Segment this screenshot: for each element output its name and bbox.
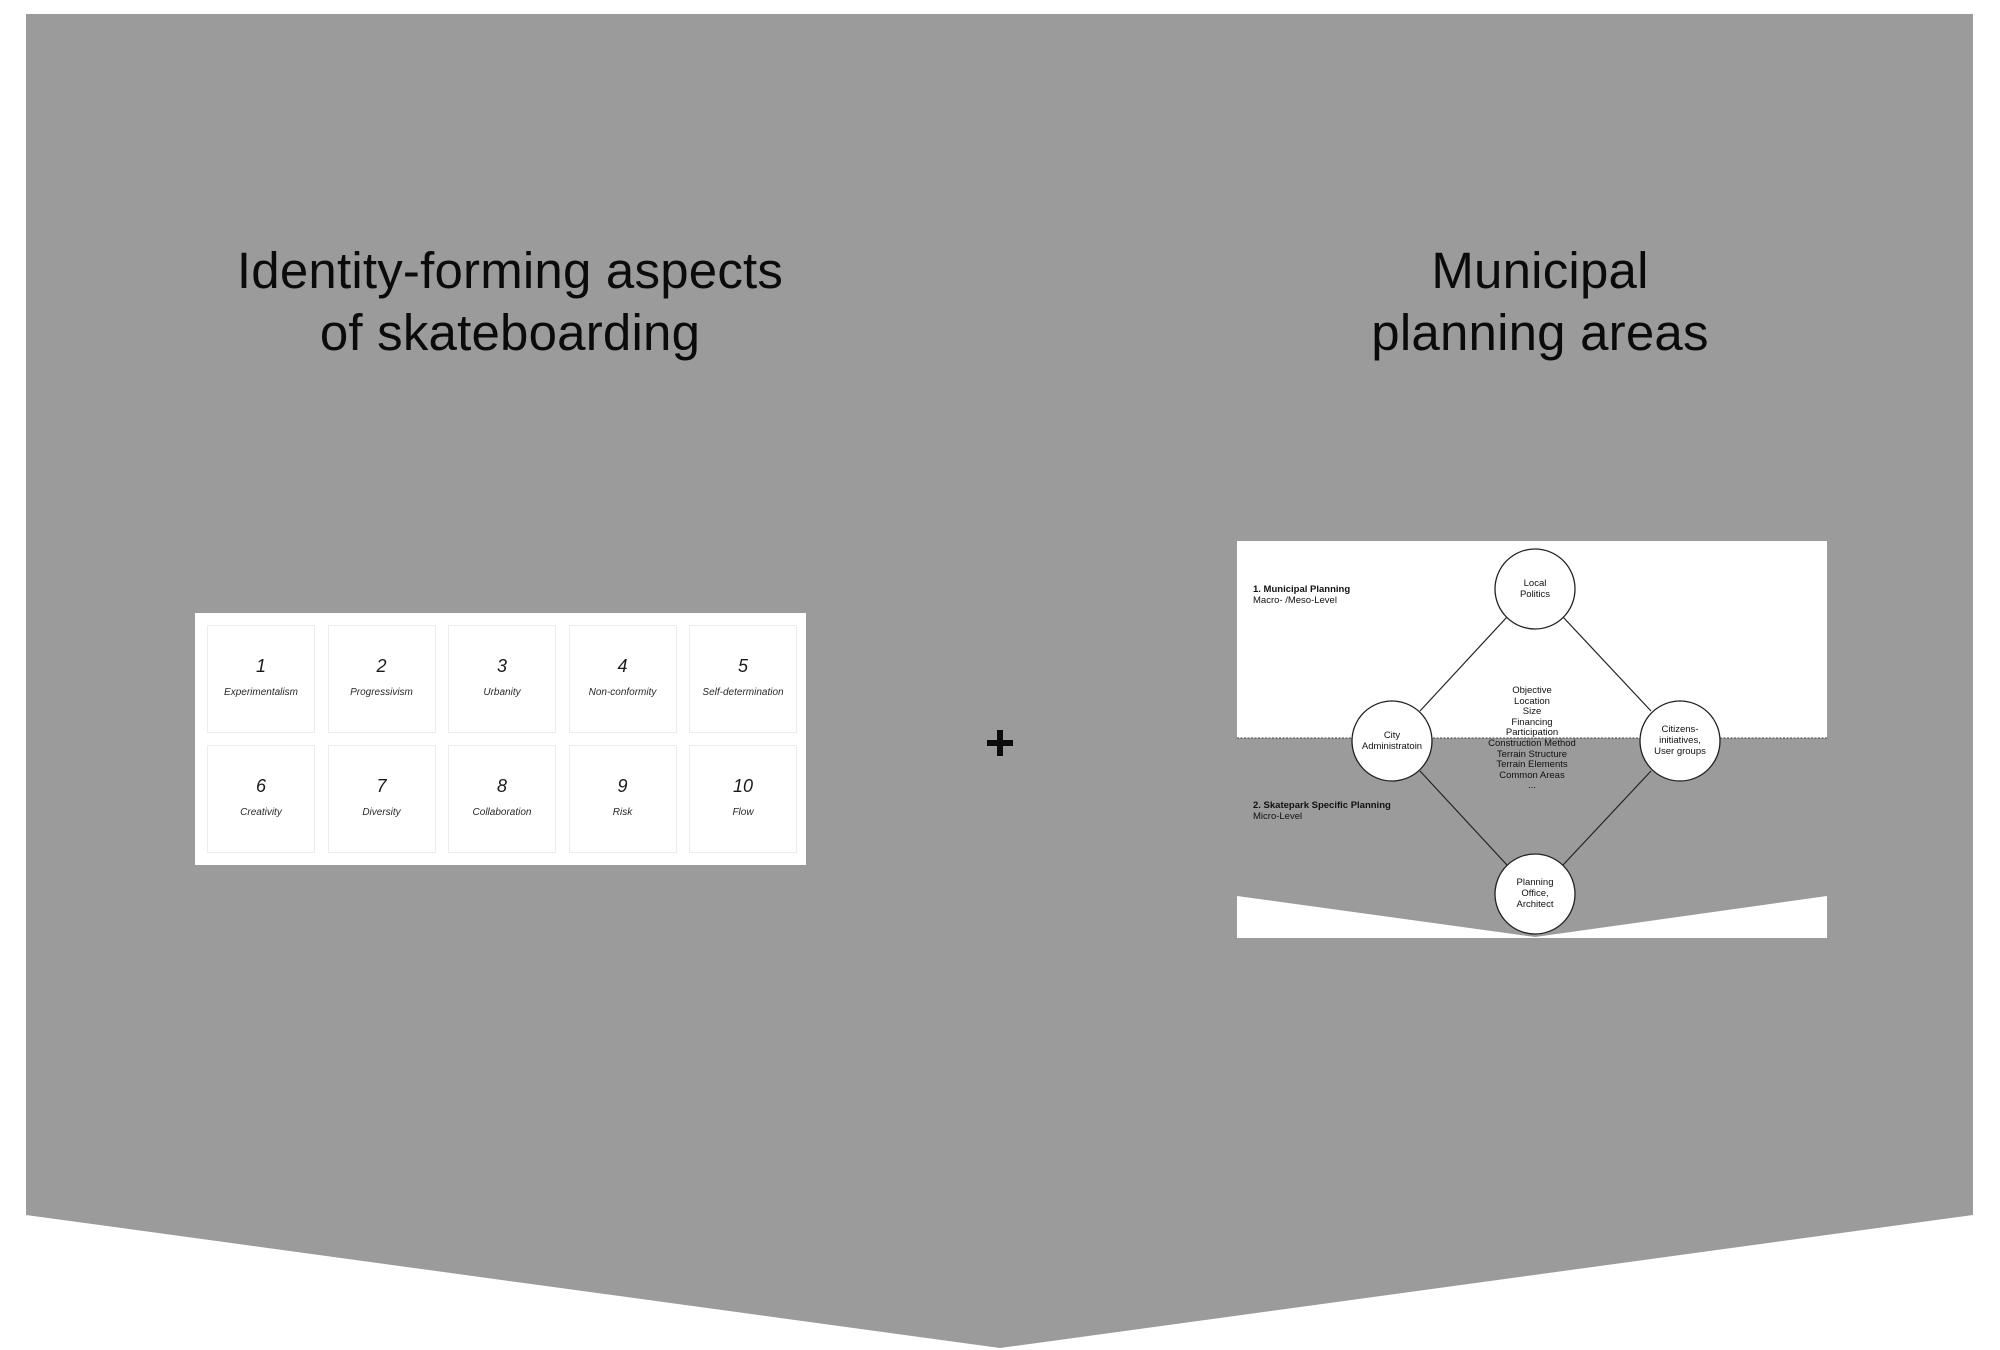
heading-line: of skateboarding	[319, 304, 701, 361]
heading-line: Identity-forming aspects	[236, 242, 784, 299]
node-text-line: User groups	[1654, 746, 1706, 757]
node-text-line: Politics	[1519, 589, 1551, 600]
planning-item: Construction Method	[1488, 737, 1576, 749]
node-text-line: City	[1383, 730, 1401, 741]
aspect-label: Self-determination	[702, 687, 784, 698]
aspects-panel: 1 Experimentalism 2 Progressivism 3 Urba…	[195, 613, 806, 865]
aspect-label: Creativity	[240, 807, 282, 818]
level-2-label: 2. Skatepark Specific Planning Micro-Lev…	[1253, 800, 1391, 822]
node-planning-office	[1494, 853, 1576, 935]
node-citizens-initiatives	[1639, 700, 1721, 782]
planning-item: Location	[1514, 695, 1550, 707]
aspect-label: Diversity	[362, 807, 401, 818]
edge-top-right	[1562, 616, 1652, 712]
aspects-grid: 1 Experimentalism 2 Progressivism 3 Urba…	[207, 625, 797, 853]
planning-item: Size	[1522, 706, 1542, 718]
aspect-number: 9	[617, 776, 628, 796]
aspect-number: 10	[732, 776, 754, 796]
edge-top-left	[1419, 616, 1508, 712]
aspect-number: 6	[255, 776, 266, 796]
node-text-line: initiatives,	[1659, 735, 1701, 746]
aspect-label: Flow	[732, 807, 754, 818]
aspect-card: 4 Non-conformity	[568, 625, 677, 733]
plus-icon	[987, 730, 1013, 756]
planning-item: Objective	[1512, 685, 1552, 696]
node-text-line: Planning	[1516, 877, 1554, 888]
planning-item: Terrain Structure	[1496, 748, 1568, 760]
edge-right-bottom	[1562, 770, 1652, 866]
diagram-graphics	[1237, 541, 1827, 938]
node-planning-office-label: Planning Office, Architect	[1495, 877, 1575, 910]
node-text-line: Citizens-	[1661, 724, 1699, 735]
heading-identity-aspects: Identity-forming aspects of skateboardin…	[160, 240, 860, 364]
planning-item: ...	[1528, 780, 1536, 792]
aspect-label: Collaboration	[472, 807, 532, 818]
node-citizens-initiatives-label: Citizens- initiatives, User groups	[1640, 724, 1720, 757]
node-city-administration	[1351, 700, 1433, 782]
aspect-card: 2 Progressivism	[327, 625, 436, 733]
heading-municipal-planning: Municipal planning areas	[1190, 240, 1890, 364]
bottom-wedge	[1237, 896, 1827, 938]
node-local-politics	[1494, 548, 1576, 630]
planning-item: Common Areas	[1499, 769, 1565, 781]
planning-diagram: 1. Municipal Planning Macro- /Meso-Level…	[1237, 541, 1827, 938]
heading-line: Municipal	[1431, 242, 1649, 299]
node-text-line: Local	[1523, 578, 1547, 589]
heading-line: planning areas	[1371, 304, 1709, 361]
aspect-number: 5	[737, 656, 748, 676]
aspect-card: 10 Flow	[689, 745, 797, 853]
aspect-card: 9 Risk	[568, 745, 677, 853]
aspect-number: 1	[255, 656, 266, 676]
aspect-label: Risk	[612, 807, 633, 818]
aspect-label: Progressivism	[350, 687, 413, 698]
node-text-line: Office,	[1521, 888, 1549, 899]
planning-item: Participation	[1505, 727, 1559, 739]
node-city-administration-label: City Administratoin	[1352, 730, 1432, 752]
level-2-title: 2. Skatepark Specific Planning	[1253, 800, 1391, 811]
aspect-label: Experimentalism	[224, 687, 298, 698]
aspect-card: 6 Creativity	[207, 745, 315, 853]
node-text-line: Architect	[1516, 899, 1554, 910]
aspect-number: 7	[376, 776, 387, 796]
planning-item: Financing	[1511, 716, 1553, 728]
level-1-label: 1. Municipal Planning Macro- /Meso-Level	[1253, 584, 1350, 606]
aspect-number: 3	[496, 656, 507, 676]
aspect-number: 2	[376, 656, 387, 676]
level-2-subtitle: Micro-Level	[1253, 811, 1303, 822]
aspect-card: 5 Self-determination	[689, 625, 797, 733]
aspect-card: 1 Experimentalism	[207, 625, 315, 733]
aspect-number: 4	[617, 656, 628, 676]
planning-item: Terrain Elements	[1496, 759, 1568, 771]
aspect-label: Urbanity	[483, 687, 521, 698]
planning-items-list: Objective Location Size Financing Partic…	[1452, 685, 1612, 792]
node-text-line: Administratoin	[1361, 741, 1423, 752]
level-1-subtitle: Macro- /Meso-Level	[1253, 595, 1337, 606]
aspect-card: 8 Collaboration	[448, 745, 556, 853]
level-1-title: 1. Municipal Planning	[1253, 584, 1351, 595]
node-local-politics-label: Local Politics	[1495, 578, 1575, 600]
edge-left-bottom	[1419, 770, 1508, 866]
aspect-card: 3 Urbanity	[448, 625, 556, 733]
aspect-label: Non-conformity	[588, 687, 657, 698]
aspect-number: 8	[496, 776, 507, 796]
aspect-card: 7 Diversity	[327, 745, 436, 853]
